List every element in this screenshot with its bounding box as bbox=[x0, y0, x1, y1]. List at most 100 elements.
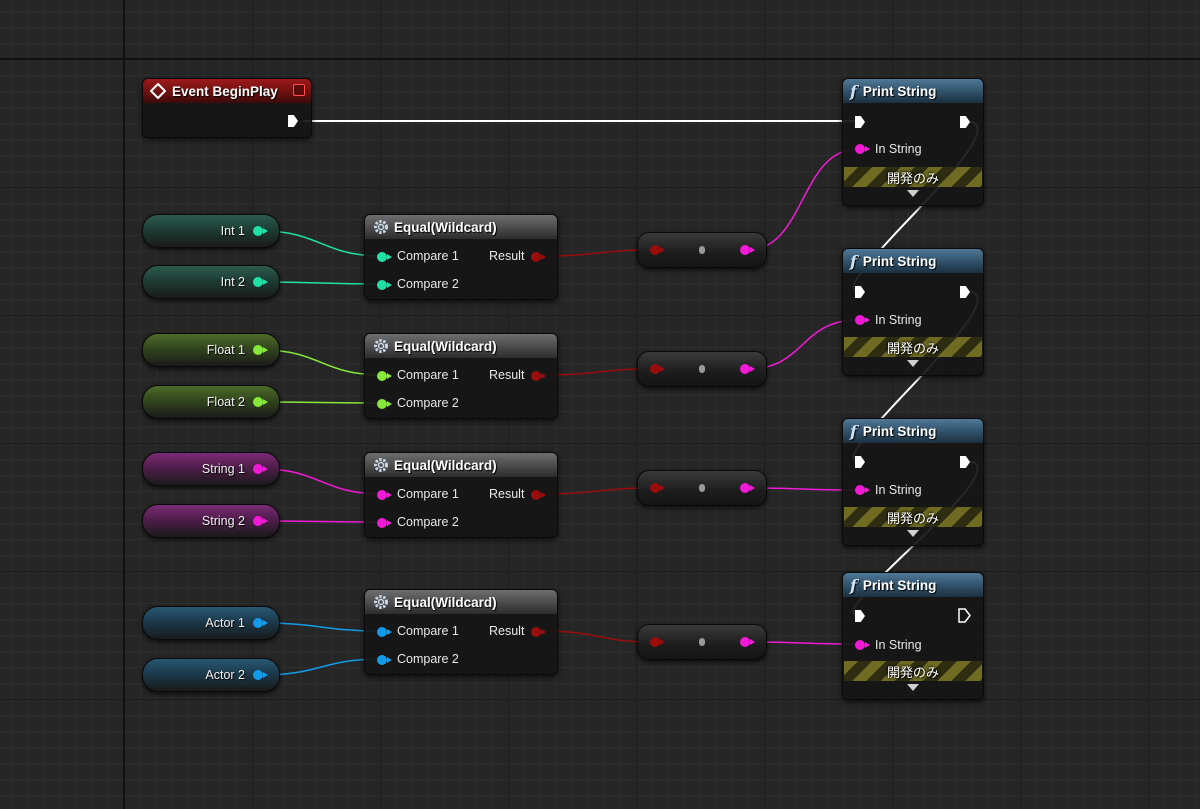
compare1-label: Compare 1 bbox=[397, 368, 459, 382]
bool-in-pin[interactable] bbox=[650, 483, 665, 493]
gear-icon bbox=[374, 220, 388, 234]
in-string-pin[interactable] bbox=[855, 315, 870, 325]
event-title: Event BeginPlay bbox=[172, 83, 278, 99]
compare1-pin[interactable] bbox=[377, 627, 392, 637]
compare2-label: Compare 2 bbox=[397, 515, 459, 529]
bool-in-pin[interactable] bbox=[650, 245, 665, 255]
development-only-banner: 開発のみ bbox=[844, 661, 982, 681]
var-float2-node[interactable]: Float 2 bbox=[142, 385, 280, 419]
event-beginplay-node[interactable]: Event BeginPlay bbox=[142, 78, 312, 138]
dev-only-label: 開発のみ bbox=[886, 170, 939, 186]
conversion-dot bbox=[699, 638, 705, 646]
exec-out-pin[interactable] bbox=[960, 286, 970, 298]
equal-title: Equal(Wildcard) bbox=[394, 457, 497, 473]
compare2-label: Compare 2 bbox=[397, 652, 459, 666]
in-string-pin[interactable] bbox=[855, 485, 870, 495]
exec-in-pin[interactable] bbox=[855, 116, 865, 128]
int-out-pin[interactable] bbox=[253, 277, 268, 287]
print-string-node[interactable]: f Print String In String 開発のみ bbox=[842, 248, 984, 376]
exec-out-pin[interactable] bbox=[960, 116, 970, 128]
actor-out-pin[interactable] bbox=[253, 618, 268, 628]
string-out-pin[interactable] bbox=[253, 464, 268, 474]
in-string-pin[interactable] bbox=[855, 144, 870, 154]
compare2-pin[interactable] bbox=[377, 655, 392, 665]
bool-to-string-conversion-node[interactable] bbox=[637, 470, 767, 506]
equal-title: Equal(Wildcard) bbox=[394, 594, 497, 610]
var-actor2-node[interactable]: Actor 2 bbox=[142, 658, 280, 692]
exec-in-pin[interactable] bbox=[855, 456, 865, 468]
print-header: f Print String bbox=[843, 79, 983, 103]
compare1-pin[interactable] bbox=[377, 490, 392, 500]
result-label: Result bbox=[489, 249, 525, 263]
print-string-node[interactable]: f Print String In String 開発のみ bbox=[842, 78, 984, 206]
result-pin[interactable] bbox=[531, 490, 546, 500]
var-label: String 2 bbox=[201, 514, 245, 528]
equal-node[interactable]: Equal(Wildcard) Compare 1 Compare 2 Resu… bbox=[364, 589, 558, 675]
bool-in-pin[interactable] bbox=[650, 364, 665, 374]
compare2-pin[interactable] bbox=[377, 280, 392, 290]
bool-to-string-conversion-node[interactable] bbox=[637, 624, 767, 660]
equal-header: Equal(Wildcard) bbox=[365, 453, 557, 477]
compare2-pin[interactable] bbox=[377, 518, 392, 528]
compare1-pin[interactable] bbox=[377, 371, 392, 381]
conversion-dot bbox=[699, 246, 705, 254]
result-label: Result bbox=[489, 368, 525, 382]
exec-out-pin[interactable] bbox=[960, 456, 970, 468]
development-only-banner: 開発のみ bbox=[844, 337, 982, 357]
expand-arrow-icon[interactable] bbox=[907, 684, 919, 691]
compare1-label: Compare 1 bbox=[397, 249, 459, 263]
var-string1-node[interactable]: String 1 bbox=[142, 452, 280, 486]
print-string-node[interactable]: f Print String In String 開発のみ bbox=[842, 418, 984, 546]
string-out-pin[interactable] bbox=[740, 637, 755, 647]
result-pin[interactable] bbox=[531, 371, 546, 381]
var-float1-node[interactable]: Float 1 bbox=[142, 333, 280, 367]
print-string-node[interactable]: f Print String In String 開発のみ bbox=[842, 572, 984, 700]
var-int1-node[interactable]: Int 1 bbox=[142, 214, 280, 248]
actor-out-pin[interactable] bbox=[253, 670, 268, 680]
expand-arrow-icon[interactable] bbox=[907, 190, 919, 197]
var-label: Int 2 bbox=[220, 275, 245, 289]
grid-origin-vertical bbox=[123, 0, 125, 809]
function-icon: f bbox=[850, 251, 857, 271]
exec-out-pin[interactable] bbox=[288, 115, 298, 127]
gear-icon bbox=[374, 595, 388, 609]
bool-to-string-conversion-node[interactable] bbox=[637, 351, 767, 387]
in-string-label: In String bbox=[875, 638, 922, 652]
equal-node[interactable]: Equal(Wildcard) Compare 1 Compare 2 Resu… bbox=[364, 214, 558, 300]
conversion-dot bbox=[699, 484, 705, 492]
int-out-pin[interactable] bbox=[253, 226, 268, 236]
var-string2-node[interactable]: String 2 bbox=[142, 504, 280, 538]
print-title: Print String bbox=[862, 253, 937, 269]
expand-arrow-icon[interactable] bbox=[907, 530, 919, 537]
in-string-pin[interactable] bbox=[855, 640, 870, 650]
equal-title: Equal(Wildcard) bbox=[394, 338, 497, 354]
var-label: Float 1 bbox=[206, 343, 245, 357]
function-icon: f bbox=[850, 81, 857, 101]
bool-to-string-conversion-node[interactable] bbox=[637, 232, 767, 268]
string-out-pin[interactable] bbox=[253, 516, 268, 526]
exec-out-pin-unconnected[interactable] bbox=[958, 608, 971, 623]
result-pin[interactable] bbox=[531, 627, 546, 637]
var-actor1-node[interactable]: Actor 1 bbox=[142, 606, 280, 640]
expand-arrow-icon[interactable] bbox=[907, 360, 919, 367]
bool-in-pin[interactable] bbox=[650, 637, 665, 647]
compare1-pin[interactable] bbox=[377, 252, 392, 262]
equal-title: Equal(Wildcard) bbox=[394, 219, 497, 235]
in-string-label: In String bbox=[875, 142, 922, 156]
exec-in-pin[interactable] bbox=[855, 286, 865, 298]
equal-node[interactable]: Equal(Wildcard) Compare 1 Compare 2 Resu… bbox=[364, 333, 558, 419]
exec-in-pin[interactable] bbox=[855, 610, 865, 622]
string-out-pin[interactable] bbox=[740, 483, 755, 493]
equal-node[interactable]: Equal(Wildcard) Compare 1 Compare 2 Resu… bbox=[364, 452, 558, 538]
compare2-pin[interactable] bbox=[377, 399, 392, 409]
in-string-label: In String bbox=[875, 483, 922, 497]
float-out-pin[interactable] bbox=[253, 345, 268, 355]
var-int2-node[interactable]: Int 2 bbox=[142, 265, 280, 299]
result-pin[interactable] bbox=[531, 252, 546, 262]
string-out-pin[interactable] bbox=[740, 245, 755, 255]
float-out-pin[interactable] bbox=[253, 397, 268, 407]
print-title: Print String bbox=[862, 423, 937, 439]
string-out-pin[interactable] bbox=[740, 364, 755, 374]
equal-header: Equal(Wildcard) bbox=[365, 590, 557, 614]
compare2-label: Compare 2 bbox=[397, 277, 459, 291]
